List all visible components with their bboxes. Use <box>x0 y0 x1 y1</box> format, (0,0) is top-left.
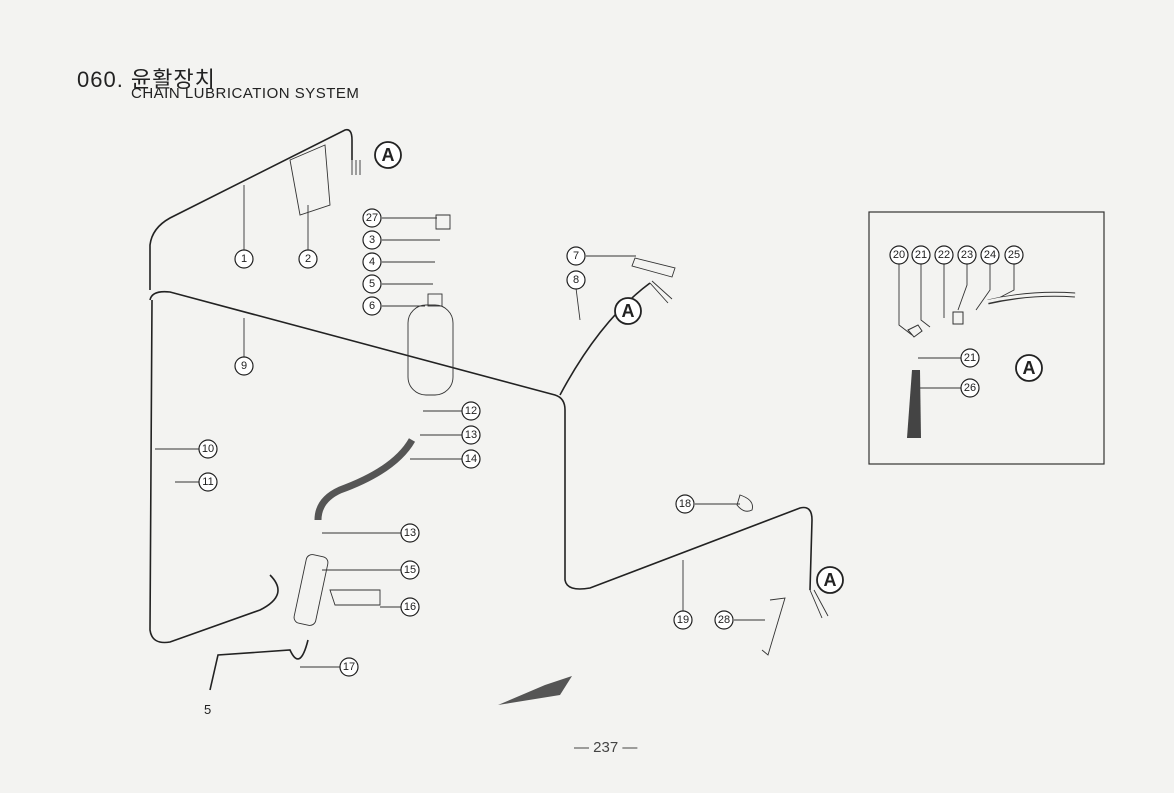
leader-lines <box>155 185 765 668</box>
callout: 1 <box>234 249 254 269</box>
svg-text:18: 18 <box>679 498 691 510</box>
callout: 19 <box>673 610 693 630</box>
bracket-2 <box>289 144 331 216</box>
bracket-28 <box>761 597 786 656</box>
svg-text:16: 16 <box>404 601 416 613</box>
callout: 6 <box>362 296 382 316</box>
svg-text:23: 23 <box>961 249 973 261</box>
callout: 17 <box>339 657 359 677</box>
pipe-1 <box>149 128 353 290</box>
svg-text:26: 26 <box>964 382 976 394</box>
svg-text:A: A <box>382 145 395 165</box>
svg-text:19: 19 <box>677 614 689 626</box>
callout: 15 <box>400 560 420 580</box>
section-subtitle: CHAIN LUBRICATION SYSTEM <box>131 85 360 102</box>
callout: 18 <box>675 494 695 514</box>
svg-text:8: 8 <box>573 274 579 286</box>
pipe-10 <box>149 299 279 644</box>
outlet-label: 5 <box>204 702 211 717</box>
callout: 9 <box>234 356 254 376</box>
svg-text:14: 14 <box>465 453 477 465</box>
section-title: 060. 윤활장치 <box>77 67 216 92</box>
pipe-8 <box>559 282 651 396</box>
callout: 4 <box>362 252 382 272</box>
callout: 11 <box>198 472 218 492</box>
svg-text:A: A <box>824 570 837 590</box>
callout: 27 <box>362 208 382 228</box>
brush-icon <box>351 160 361 175</box>
svg-text:24: 24 <box>984 249 996 261</box>
view-a-marker: A <box>614 297 642 325</box>
pump-15 <box>293 554 329 626</box>
svg-text:15: 15 <box>404 564 416 576</box>
svg-text:5: 5 <box>369 278 375 290</box>
svg-text:21: 21 <box>915 249 927 261</box>
svg-text:20: 20 <box>893 249 905 261</box>
svg-text:22: 22 <box>938 249 950 261</box>
callout: 2 <box>298 249 318 269</box>
svg-text:13: 13 <box>404 527 416 539</box>
svg-text:11: 11 <box>202 476 213 488</box>
svg-text:21: 21 <box>964 352 976 364</box>
svg-text:9: 9 <box>241 360 247 372</box>
direction-arrow-icon <box>498 676 572 705</box>
view-a-marker: A <box>816 566 844 594</box>
callouts: 1 2 27 3 4 5 6 9 10 11 12 13 14 13 15 16… <box>198 208 734 677</box>
pipe-9 <box>149 290 813 591</box>
pipe-17 <box>209 639 309 691</box>
svg-text:28: 28 <box>718 614 730 626</box>
callout: 13 <box>400 523 420 543</box>
page-number: — 237 — <box>574 739 638 756</box>
svg-text:1: 1 <box>241 253 247 265</box>
svg-text:4: 4 <box>369 256 375 268</box>
svg-text:13: 13 <box>465 429 477 441</box>
svg-text:12: 12 <box>465 405 477 417</box>
detail-view-a: 20 21 22 23 24 25 21 26 A <box>868 211 1105 465</box>
svg-text:27: 27 <box>366 212 378 224</box>
callout: 8 <box>566 270 586 290</box>
clip-18 <box>736 494 753 512</box>
tank-cap <box>427 293 443 307</box>
svg-text:A: A <box>1023 358 1036 378</box>
brush-icon <box>649 280 673 304</box>
cap-27 <box>435 214 451 230</box>
callout: 16 <box>400 597 420 617</box>
bracket-7 <box>631 257 676 278</box>
svg-text:2: 2 <box>305 253 311 265</box>
svg-text:A: A <box>622 301 635 321</box>
callout: 10 <box>198 439 218 459</box>
svg-text:3: 3 <box>369 234 375 246</box>
hose-14 <box>314 438 416 521</box>
callout: 7 <box>566 246 586 266</box>
callout: 28 <box>714 610 734 630</box>
callout: 3 <box>362 230 382 250</box>
svg-text:10: 10 <box>202 443 214 455</box>
clamp-16 <box>329 589 381 606</box>
view-a-marker: A <box>374 141 402 169</box>
svg-text:17: 17 <box>343 661 355 673</box>
callout: 5 <box>362 274 382 294</box>
callout: 14 <box>461 449 481 469</box>
brush-icon <box>809 589 829 619</box>
svg-text:6: 6 <box>369 300 375 312</box>
svg-text:7: 7 <box>573 250 579 262</box>
svg-text:25: 25 <box>1008 249 1020 261</box>
callout: 12 <box>461 401 481 421</box>
callout: 13 <box>461 425 481 445</box>
oil-tank <box>407 304 454 396</box>
